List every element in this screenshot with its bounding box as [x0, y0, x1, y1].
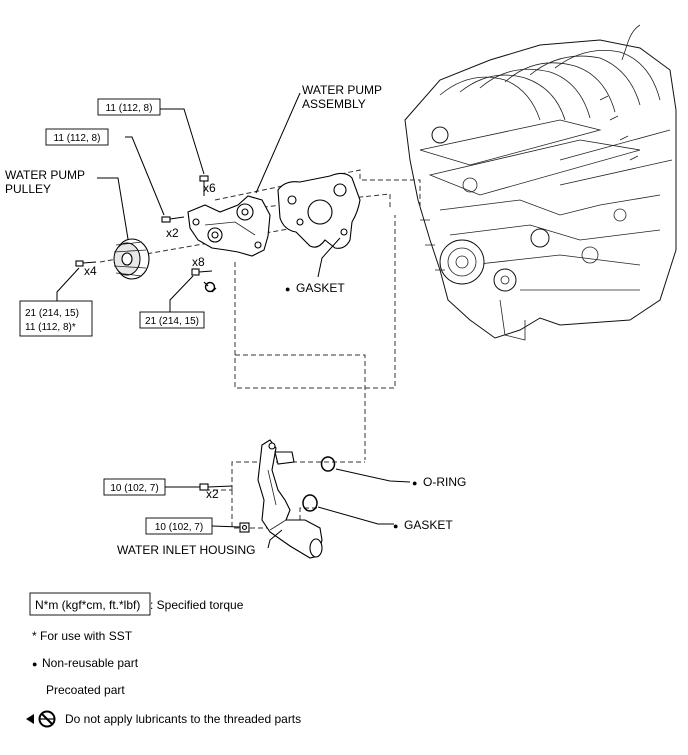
bullet-gasket-lower: ●	[393, 521, 398, 531]
bolt-mid	[161, 216, 185, 223]
qty-lower-bolt: x8	[192, 255, 205, 269]
water-pump-pulley	[113, 238, 150, 280]
label-water-pump-assembly-1: WATER PUMP	[302, 83, 382, 97]
legend-torque-unit: N*m (kgf*cm, ft.*lbf)	[35, 598, 140, 612]
legend-precoated: Precoated part	[46, 683, 125, 697]
water-pump-gasket	[277, 172, 361, 249]
o-ring-part	[320, 456, 336, 472]
legend: N*m (kgf*cm, ft.*lbf) : Specified torque…	[26, 592, 301, 728]
torque-box-inlet-bolt: 10 (102, 7)	[103, 478, 166, 496]
legend-non-reusable: Non-reusable part	[42, 656, 139, 670]
label-gasket-lower: GASKET	[404, 518, 453, 532]
engine-illustration	[404, 24, 677, 341]
water-pump-assembly	[187, 195, 271, 257]
svg-text:11 (112, 8): 11 (112, 8)	[54, 133, 101, 144]
bolt-lower	[191, 268, 213, 276]
label-water-pump-pulley-1: WATER PUMP	[5, 168, 85, 182]
svg-text:21 (214, 15): 21 (214, 15)	[145, 316, 199, 327]
nut-inlet	[239, 522, 250, 533]
qty-inlet-bolt: x2	[206, 487, 219, 501]
label-water-pump-pulley-2: PULLEY	[5, 182, 51, 196]
bolt-pulley	[75, 260, 97, 267]
label-water-inlet-housing: WATER INLET HOUSING	[117, 543, 255, 557]
qty-mid-bolt: x2	[166, 226, 179, 240]
torque-box-mid: 11 (112, 8)	[45, 128, 109, 146]
qty-pulley-bolt: x4	[84, 264, 97, 278]
svg-text:21 (214, 15): 21 (214, 15)	[25, 308, 79, 319]
legend-no-lube: Do not apply lubricants to the threaded …	[65, 712, 301, 726]
legend-bullet: ●	[32, 659, 37, 669]
qty-top-bolt: x6	[203, 181, 216, 195]
svg-text:11 (112, 8)*: 11 (112, 8)*	[25, 322, 76, 333]
bolt-top	[199, 175, 209, 196]
legend-torque-desc: : Specified torque	[150, 598, 244, 612]
precoated-symbol-icon	[203, 281, 217, 293]
torque-box-lower: 21 (214, 15)	[139, 311, 205, 329]
legend-torque-box	[29, 592, 151, 616]
label-o-ring: O-RING	[423, 475, 466, 489]
bullet-gasket-upper: ●	[285, 284, 290, 294]
legend-sst: * For use with SST	[32, 629, 133, 643]
leader-lines	[56, 92, 411, 549]
svg-text:11 (112, 8): 11 (112, 8)	[106, 103, 153, 114]
torque-box-pulley: 21 (214, 15) 11 (112, 8)*	[19, 300, 93, 337]
water-inlet-housing	[257, 439, 323, 559]
svg-text:10 (102, 7): 10 (102, 7)	[155, 522, 203, 533]
label-water-pump-assembly-2: ASSEMBLY	[302, 97, 366, 111]
bullet-o-ring: ●	[412, 478, 417, 488]
torque-box-top: 11 (112, 8)	[97, 98, 161, 116]
label-gasket-upper: GASKET	[296, 281, 345, 295]
lower-gasket-part	[302, 494, 318, 512]
svg-text:10 (102, 7): 10 (102, 7)	[110, 483, 158, 494]
no-lubricant-icon	[26, 710, 56, 728]
torque-box-inlet-nut: 10 (102, 7)	[145, 517, 213, 535]
